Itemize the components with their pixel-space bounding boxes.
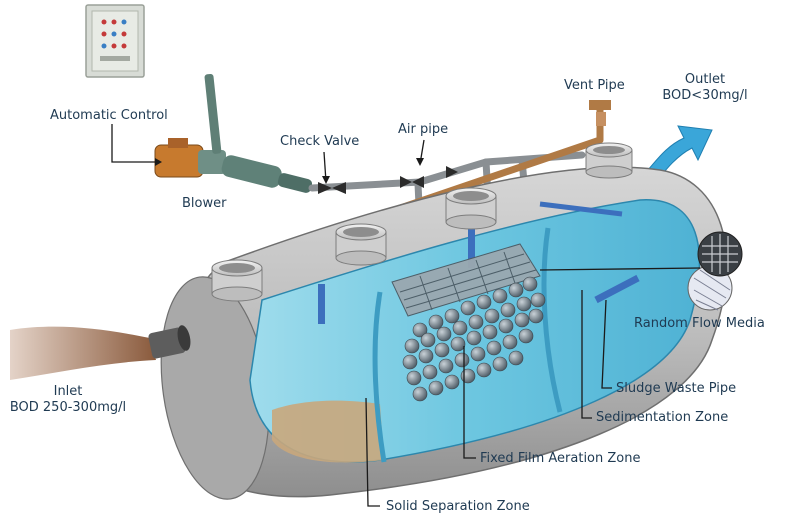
automatic-control-cabinet — [85, 4, 145, 78]
label-outlet-title: Outlet — [684, 72, 726, 87]
inlet-stream — [10, 326, 156, 380]
manhole-riser-1 — [211, 259, 263, 302]
check-valve — [318, 182, 346, 194]
label-sedimentation-zone: Sedimentation Zone — [596, 410, 729, 425]
label-solid-separation-zone: Solid Separation Zone — [386, 499, 530, 514]
fixed-film-media-grid — [391, 243, 541, 317]
label-blower: Blower — [182, 196, 227, 211]
random-flow-media-detail — [687, 231, 743, 311]
label-air-pipe: Air pipe — [398, 122, 449, 137]
vent-pipe-cap — [589, 100, 611, 110]
air-pipe-valves — [400, 166, 458, 188]
manhole-riser-3 — [445, 187, 497, 230]
inlet-nozzle — [148, 325, 191, 359]
label-inlet-bod: BOD 250-300mg/l — [9, 400, 127, 415]
label-outlet-bod: BOD<30mg/l — [662, 88, 748, 103]
label-check-valve: Check Valve — [280, 134, 360, 149]
label-automatic-control: Automatic Control — [50, 108, 168, 123]
label-inlet-title: Inlet — [53, 384, 83, 399]
manhole-riser-4 — [585, 142, 633, 179]
label-sludge-waste-pipe: Sludge Waste Pipe — [616, 381, 737, 396]
arrowheads — [155, 158, 424, 184]
vent-pipe-stem — [596, 112, 606, 126]
label-random-flow-media: Random Flow Media — [634, 316, 765, 331]
label-vent-pipe: Vent Pipe — [564, 78, 625, 93]
manhole-riser-2 — [335, 223, 387, 266]
label-fixed-film-aeration-zone: Fixed Film Aeration Zone — [480, 451, 641, 466]
